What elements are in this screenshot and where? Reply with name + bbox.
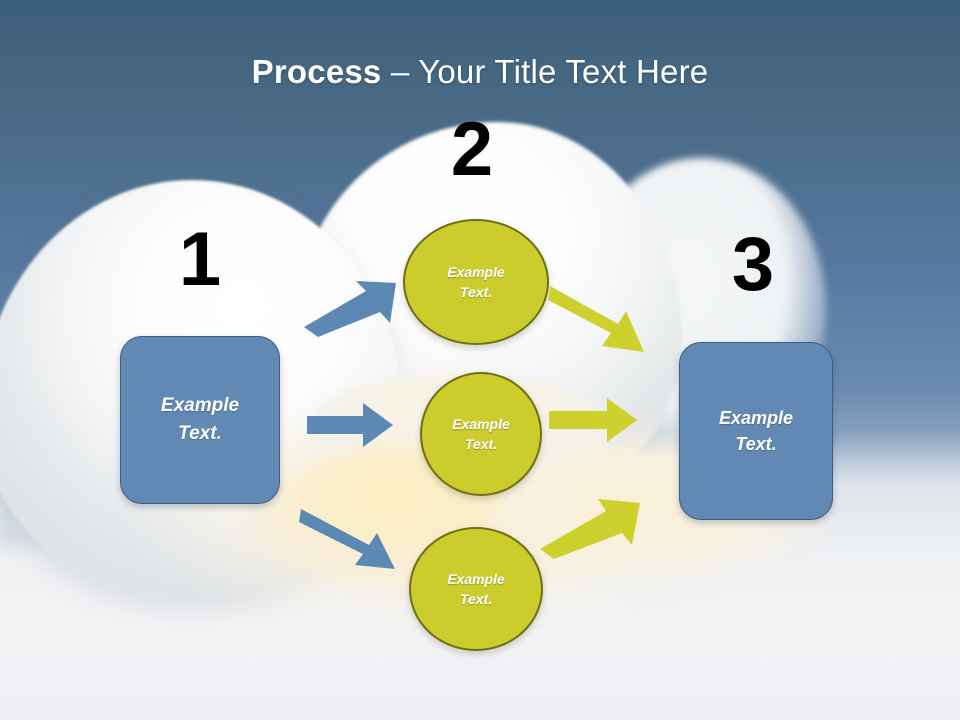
process-node-1-label: Example Text. [447,263,505,300]
stage-3-box[interactable]: Example Text. [679,342,833,520]
process-node-3[interactable]: Example Text. [409,527,543,651]
blue-arrow-right-icon [307,403,393,447]
yellow-arrow-right-icon [549,398,637,442]
process-node-3-label: Example Text. [447,570,505,607]
process-node-2-label: Example Text. [452,415,510,452]
yellow-arrow-up-right-icon [540,499,642,559]
step-number-2: 2 [450,107,494,192]
step-number-3: 3 [731,222,775,307]
stage-1-label: Example Text. [160,395,240,444]
blue-arrow-up-right-icon [304,281,400,337]
title-rest-part: Your Title Text Here [418,53,709,90]
process-node-1[interactable]: Example Text. [403,219,549,345]
stage-3-label: Example Text. [718,407,794,454]
step-number-1: 1 [178,217,222,302]
blue-arrow-down-right-icon [299,507,399,569]
yellow-arrow-down-right-icon [548,284,648,352]
title-separator: – [381,53,419,90]
stage-1-box[interactable]: Example Text. [120,336,280,504]
slide-title: Process – Your Title Text Here [0,52,960,92]
process-node-2[interactable]: Example Text. [420,372,542,496]
title-bold-part: Process [251,53,382,90]
